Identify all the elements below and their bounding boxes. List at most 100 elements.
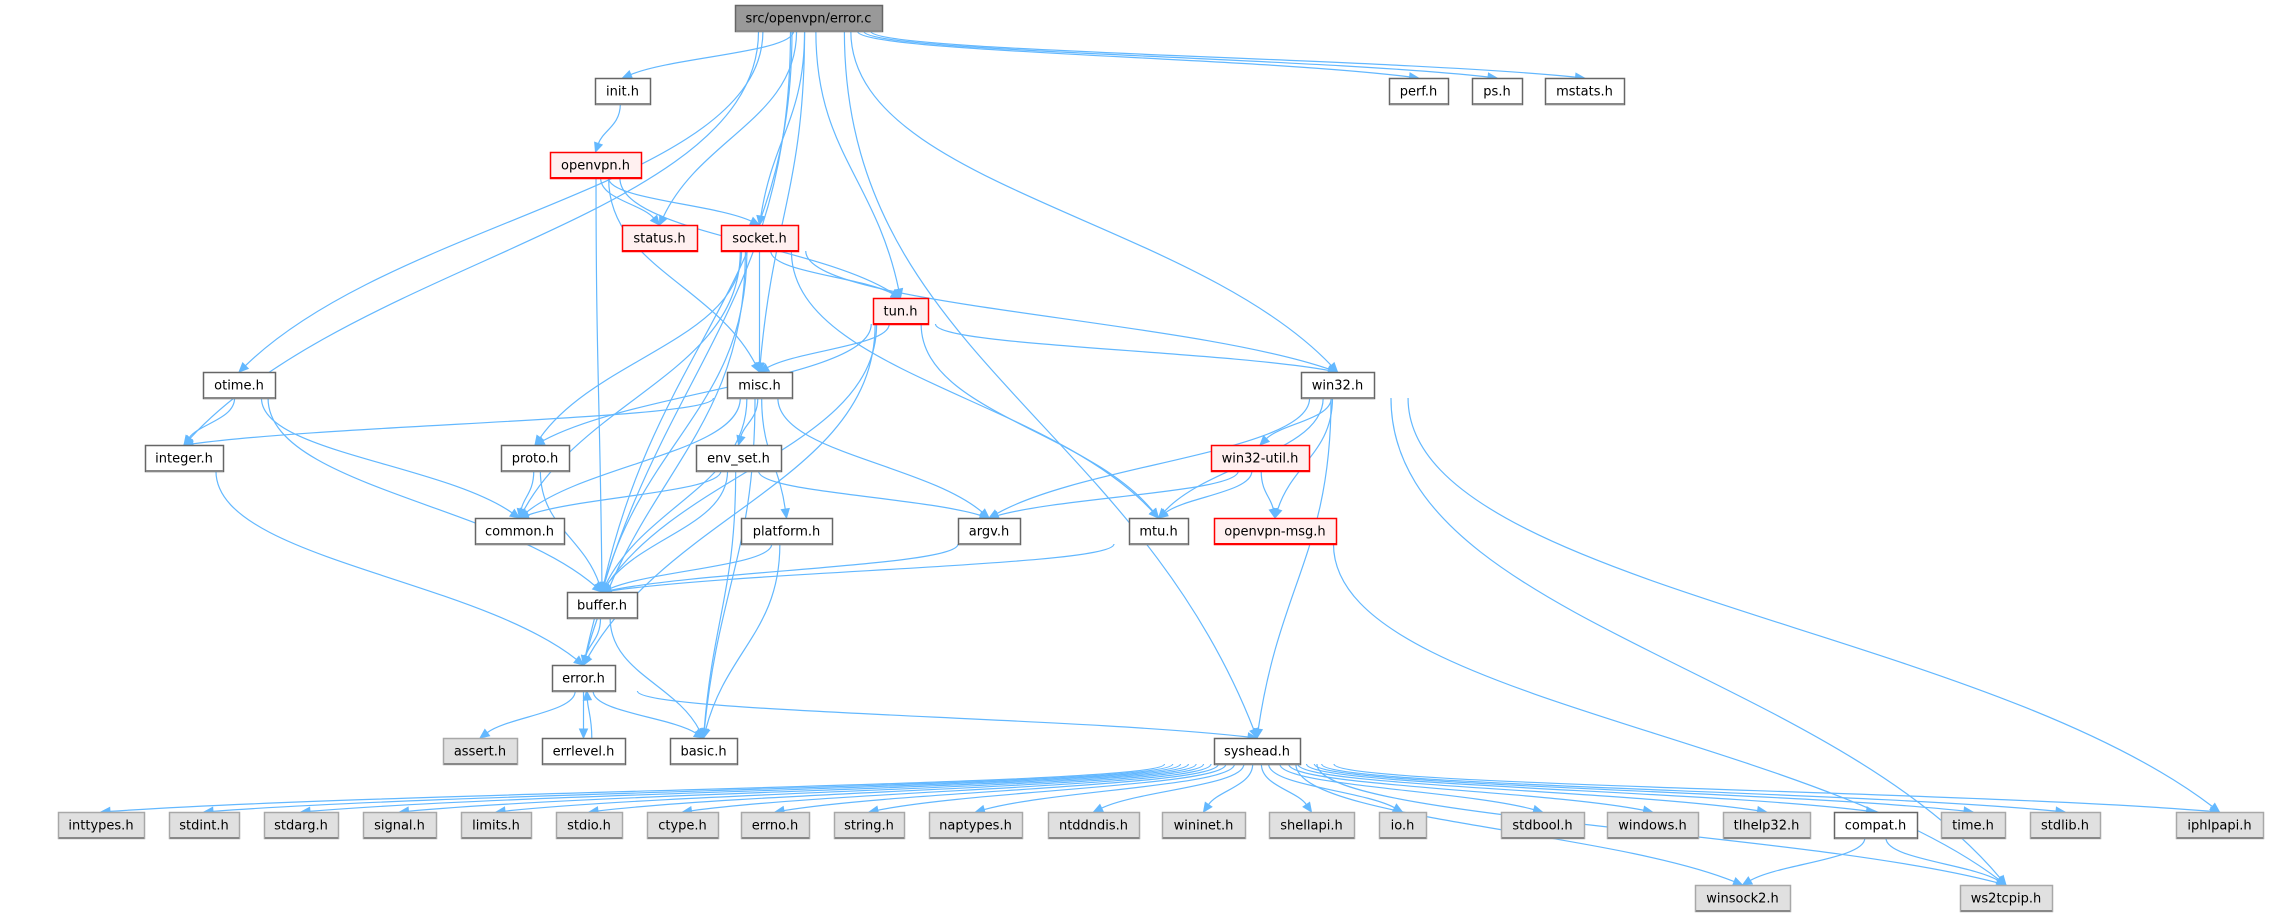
node-common[interactable]: common.h (474, 517, 566, 546)
node-shellapi[interactable]: shellapi.h (1268, 811, 1356, 840)
node-windows[interactable]: windows.h (1606, 811, 1700, 840)
arrowhead-icon (1302, 801, 1313, 814)
node-env-set[interactable]: env_set.h (695, 444, 783, 473)
node-stdarg[interactable]: stdarg.h (263, 811, 340, 840)
edge-error_h-to-assert (486, 690, 576, 734)
node-ps[interactable]: ps.h (1471, 77, 1524, 106)
edge-errlevel-to-error_h (586, 699, 593, 739)
edge-error_c-to-win32 (850, 30, 1332, 366)
node-wininet[interactable]: wininet.h (1161, 811, 1247, 840)
node-errno[interactable]: errno.h (740, 811, 811, 840)
node-status[interactable]: status.h (621, 224, 699, 253)
node-time[interactable]: time.h (1940, 811, 2007, 840)
edge-syshead-to-stdbool (1279, 763, 1534, 811)
node-stdio[interactable]: stdio.h (555, 811, 624, 840)
node-label: wininet.h (1174, 819, 1234, 834)
node-label: limits.h (472, 819, 520, 834)
arrowhead-icon (758, 363, 771, 373)
node-syshead[interactable]: syshead.h (1213, 737, 1302, 766)
edge-syshead-to-ntddndis (1101, 763, 1245, 809)
node-label: inttypes.h (68, 819, 133, 834)
edge-error_c-to-socket (760, 30, 806, 217)
node-label: ctype.h (658, 819, 707, 834)
node-tun[interactable]: tun.h (872, 297, 930, 326)
node-inttypes[interactable]: inttypes.h (57, 811, 146, 840)
node-error-h[interactable]: error.h (551, 664, 617, 693)
node-box (202, 371, 277, 400)
node-stdlib[interactable]: stdlib.h (2029, 811, 2102, 840)
node-box (168, 811, 241, 840)
edge-compat-to-ws2tcpip (1885, 837, 1999, 881)
node-openvpn-msg[interactable]: openvpn-msg.h (1213, 517, 1338, 546)
node-box (500, 444, 571, 473)
node-box (551, 664, 617, 693)
node-argv[interactable]: argv.h (957, 517, 1022, 546)
node-limits[interactable]: limits.h (460, 811, 533, 840)
node-box (720, 224, 800, 253)
node-compat[interactable]: compat.h (1833, 811, 1919, 840)
node-tlhelp32[interactable]: tlhelp32.h (1722, 811, 1812, 840)
node-win32[interactable]: win32.h (1300, 371, 1376, 400)
node-proto[interactable]: proto.h (500, 444, 571, 473)
node-stdbool[interactable]: stdbool.h (1500, 811, 1586, 840)
node-errlevel[interactable]: errlevel.h (541, 737, 627, 766)
edge-env_set-to-argv (757, 470, 981, 516)
node-box (695, 444, 783, 473)
node-label: tun.h (884, 305, 918, 320)
edge-syshead-to-errno (783, 763, 1220, 812)
node-basic[interactable]: basic.h (669, 737, 739, 766)
node-ntddndis[interactable]: ntddndis.h (1047, 811, 1141, 840)
arrowhead-icon (1731, 877, 1744, 886)
node-winsock2[interactable]: winsock2.h (1694, 884, 1792, 913)
node-label: errlevel.h (553, 745, 615, 760)
node-signal[interactable]: signal.h (362, 811, 438, 840)
node-misc[interactable]: misc.h (726, 371, 794, 400)
node-ws2tcpip[interactable]: ws2tcpip.h (1959, 884, 2054, 913)
node-mtu[interactable]: mtu.h (1128, 517, 1190, 546)
edge-misc-to-argv (777, 397, 983, 513)
node-openvpn[interactable]: openvpn.h (549, 151, 643, 180)
node-otime[interactable]: otime.h (202, 371, 277, 400)
node-box (1500, 811, 1586, 840)
node-platform[interactable]: platform.h (740, 517, 834, 546)
node-label: socket.h (732, 232, 786, 247)
node-box (1378, 811, 1428, 840)
edge-proto-to-common (520, 470, 535, 510)
node-naptypes[interactable]: naptypes.h (928, 811, 1024, 840)
node-label: signal.h (374, 819, 425, 834)
node-win32-util[interactable]: win32-util.h (1210, 444, 1311, 473)
arrowhead-icon (581, 654, 591, 667)
node-ctype[interactable]: ctype.h (646, 811, 720, 840)
node-buffer[interactable]: buffer.h (566, 591, 639, 620)
node-mstats[interactable]: mstats.h (1544, 77, 1626, 106)
node-integer[interactable]: integer.h (144, 444, 225, 473)
edge-env_set-to-buffer (606, 470, 729, 585)
arrowhead-icon (754, 362, 765, 374)
edge-openvpn-to-socket (608, 177, 752, 222)
edge-syshead-to-iphlpapi (1333, 763, 2211, 812)
node-stdint[interactable]: stdint.h (168, 811, 241, 840)
edge-syshead-to-stdio (597, 763, 1205, 812)
node-iphlpapi[interactable]: iphlpapi.h (2175, 811, 2265, 840)
node-box (1161, 811, 1247, 840)
node-label: status.h (633, 232, 685, 247)
edge-buffer-to-basic (609, 617, 700, 731)
node-label: perf.h (1400, 85, 1438, 100)
node-assert[interactable]: assert.h (442, 737, 519, 766)
node-label: basic.h (680, 745, 726, 760)
node-socket[interactable]: socket.h (720, 224, 800, 253)
node-perf[interactable]: perf.h (1388, 77, 1450, 106)
edge-error_c-to-ps (862, 30, 1489, 78)
node-io[interactable]: io.h (1378, 811, 1428, 840)
node-label: windows.h (1618, 819, 1686, 834)
arrowhead-icon (582, 689, 593, 701)
node-error-c[interactable]: src/openvpn/error.c (734, 4, 884, 33)
edge-misc-to-integer (192, 397, 715, 445)
node-init[interactable]: init.h (594, 77, 652, 106)
node-string[interactable]: string.h (833, 811, 906, 840)
arrowhead-icon (1995, 876, 2008, 886)
edge-syshead-to-naptypes (984, 763, 1236, 811)
node-label: common.h (485, 525, 554, 540)
edge-error_c-to-status (662, 30, 798, 218)
arrowhead-icon (1202, 801, 1213, 814)
